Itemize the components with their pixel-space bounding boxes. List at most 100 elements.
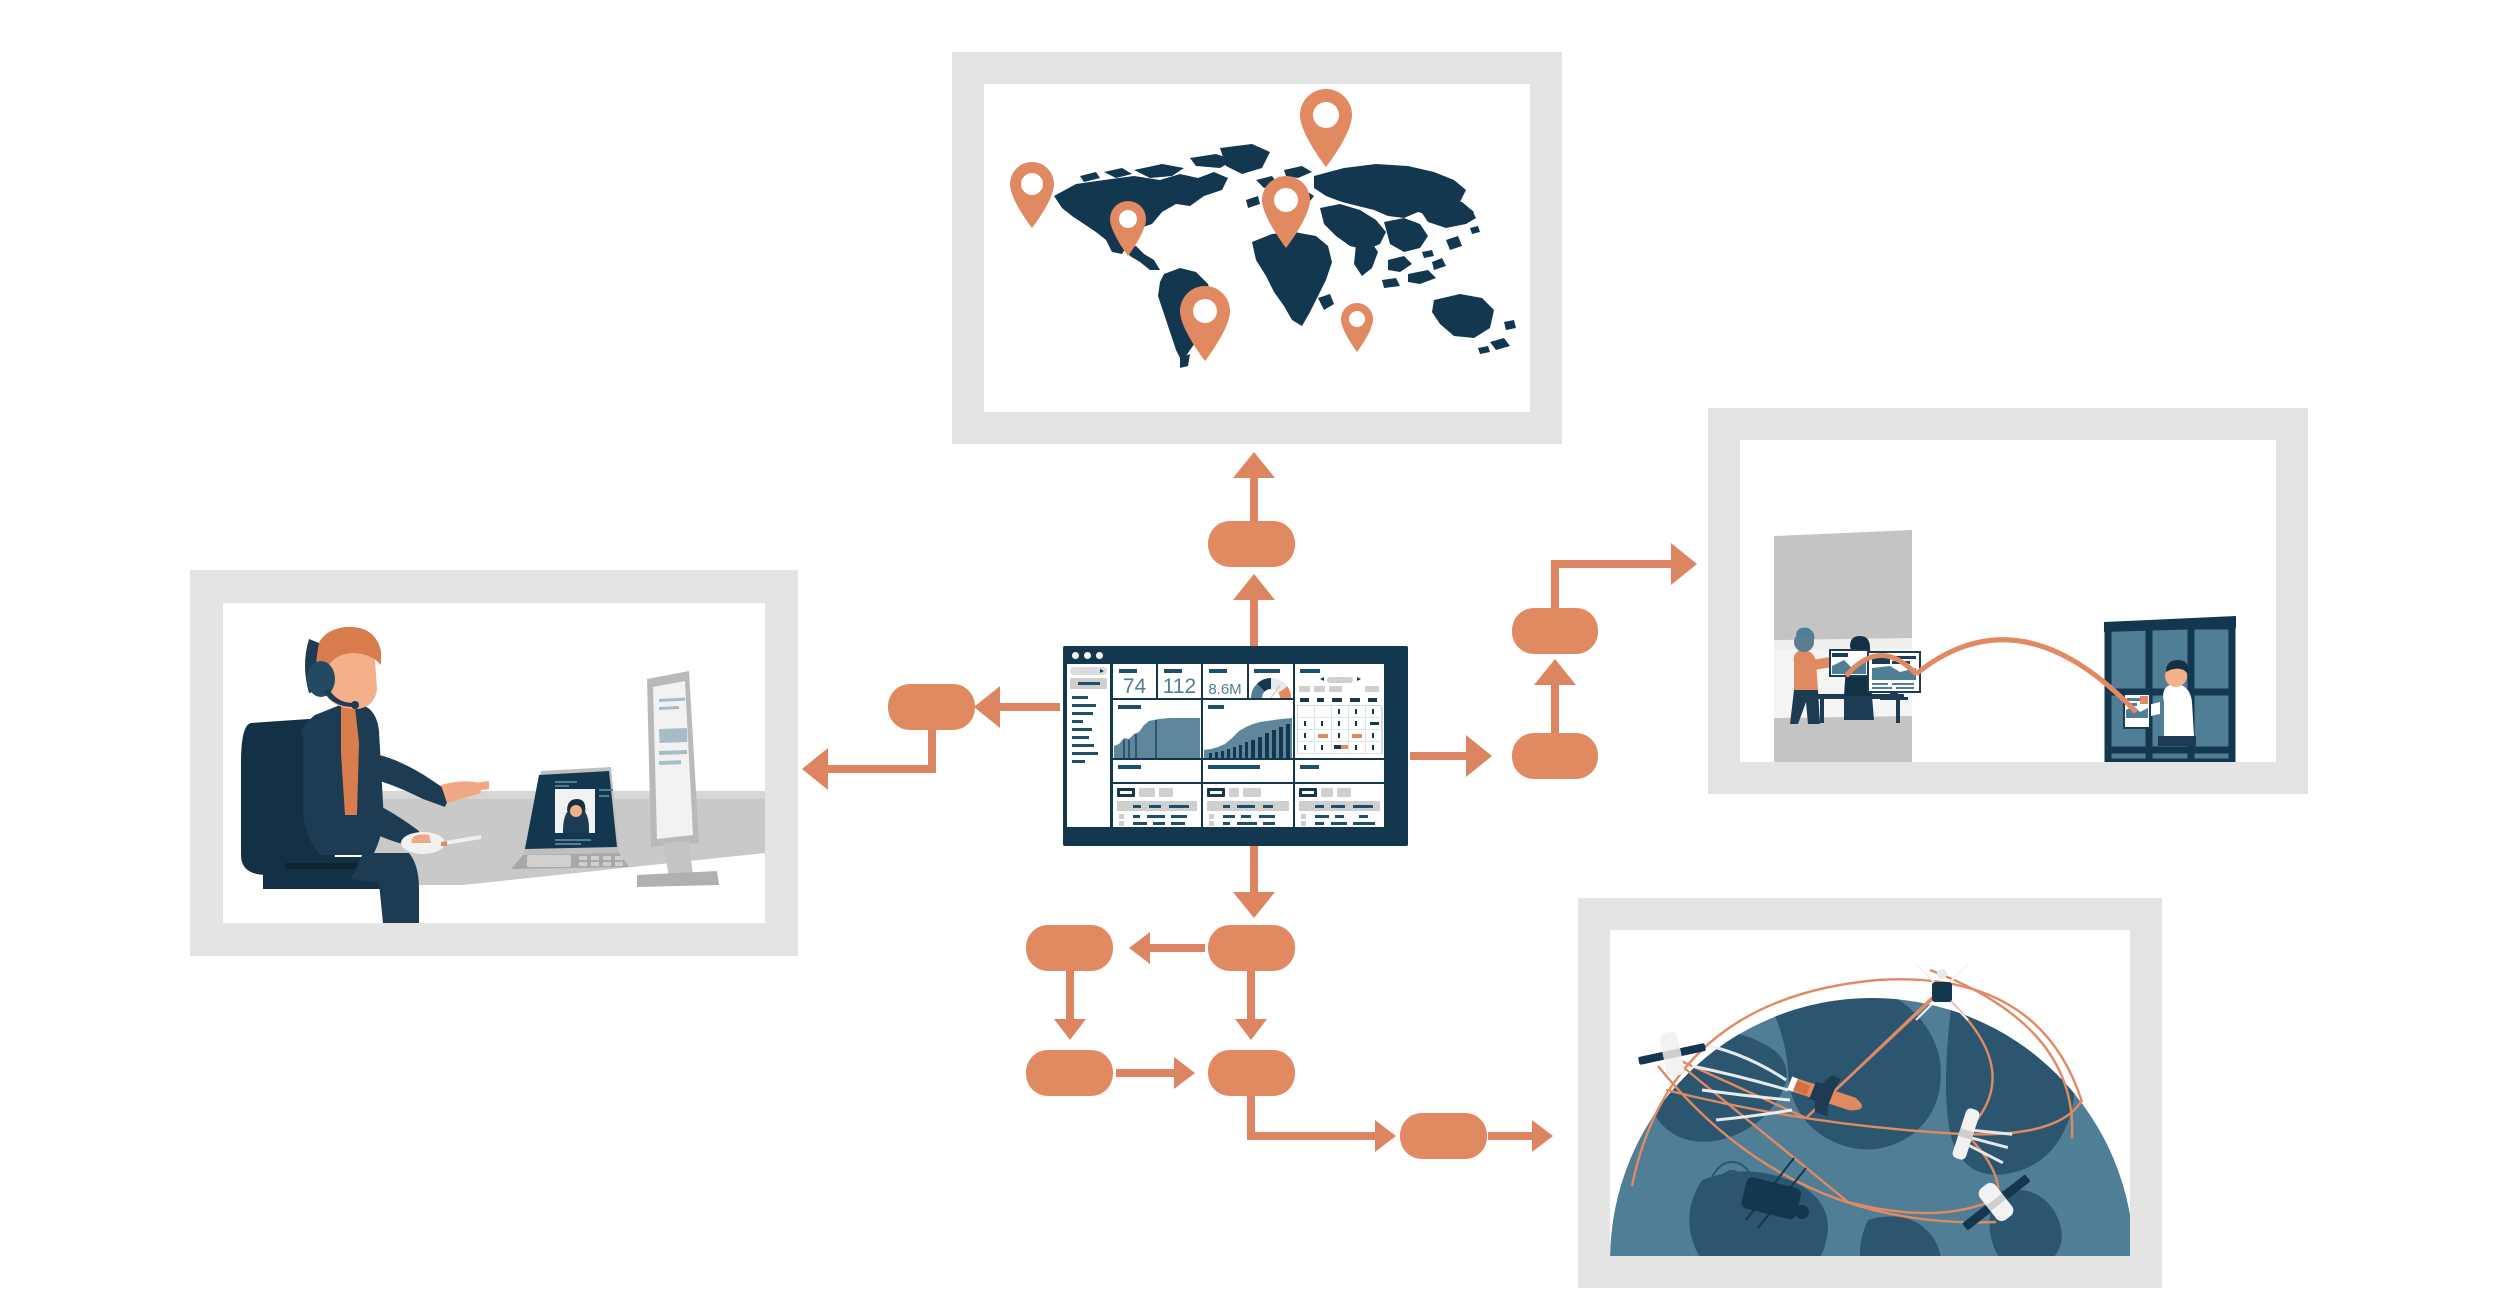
sidebar-item-3[interactable]: [1072, 712, 1093, 715]
summary-card-2[interactable]: [1203, 760, 1293, 782]
calendar-view-toggle[interactable]: [1365, 686, 1379, 692]
node-down-3[interactable]: [1026, 1050, 1113, 1096]
map-pin-north-asia: [1300, 89, 1352, 167]
sidebar-search-input[interactable]: [1070, 667, 1107, 675]
arrow-shaft-node-right-2-up: [1551, 560, 1559, 608]
satellite-bottom-right: [1962, 1175, 2030, 1230]
kpi-card-2[interactable]: 112: [1158, 664, 1201, 698]
list-2-tab-3[interactable]: [1243, 788, 1261, 797]
sidebar-item-2[interactable]: [1072, 704, 1096, 707]
list-2-tab-1[interactable]: [1207, 788, 1225, 797]
arrow-shaft-node-left-down: [928, 730, 936, 773]
calendar-grid[interactable]: [1297, 705, 1383, 754]
sidebar-item-1[interactable]: [1072, 696, 1088, 699]
kpi-value-3: 8.6M: [1208, 681, 1242, 698]
office-collab-panel-inner: [1740, 440, 2276, 762]
kpi-card-3[interactable]: 8.6M: [1203, 664, 1247, 698]
map-pin-australia: [1341, 303, 1373, 352]
analytics-dashboard[interactable]: 74 112 8.6M: [1063, 646, 1408, 846]
arrow-head-node-left-out: [802, 748, 828, 790]
sidebar-item-5[interactable]: [1072, 728, 1092, 731]
arrow-head-down5-to-globe: [1532, 1120, 1553, 1152]
list-3-tab-2[interactable]: [1321, 788, 1333, 797]
office-collab-illustration: [1774, 530, 2236, 762]
list-1-tab-1[interactable]: [1117, 788, 1135, 797]
calendar-filter-1[interactable]: [1299, 686, 1310, 692]
list-2-row-3[interactable]: [1209, 821, 1214, 826]
arrow-head-down2-to-down3: [1054, 1019, 1086, 1040]
kpi-value-2: 112: [1162, 675, 1197, 698]
arrow-head-dashboard-to-node-left: [974, 686, 1000, 728]
list-3-tab-3[interactable]: [1337, 788, 1351, 797]
list-1-row-3[interactable]: [1119, 821, 1124, 826]
satellite-globe-illustration: [1610, 963, 2130, 1256]
area-chart-card[interactable]: [1113, 700, 1201, 758]
area-chart: [1114, 718, 1200, 758]
map-pin-africa: [1180, 286, 1230, 361]
satellite-dish: [1709, 1157, 1809, 1229]
area-bar-chart-label: [1208, 705, 1224, 709]
list-1-tab-3[interactable]: [1159, 788, 1173, 797]
list-3-tab-1[interactable]: [1299, 788, 1317, 797]
window-dot-2[interactable]: [1084, 652, 1091, 659]
sidebar-item-6[interactable]: [1072, 736, 1089, 739]
kpi-card-1[interactable]: 74: [1113, 664, 1156, 698]
calendar-next-button[interactable]: [1357, 677, 1361, 681]
list-1-tab-2[interactable]: [1139, 788, 1155, 797]
calendar-card[interactable]: [1295, 664, 1384, 758]
sidebar-item-8[interactable]: [1072, 752, 1098, 755]
node-down-5[interactable]: [1400, 1113, 1487, 1159]
calendar-weekday-3: [1332, 698, 1342, 702]
remote-agent-panel-inner: [223, 603, 765, 923]
dashboard-sidebar[interactable]: [1067, 664, 1110, 827]
list-card-1[interactable]: [1113, 784, 1201, 827]
arrow-shaft-node-up-to-map: [1250, 478, 1258, 522]
window-dot-1[interactable]: [1072, 652, 1079, 659]
node-down-1[interactable]: [1208, 925, 1295, 971]
arrow-shaft-dashboard-to-node-up: [1250, 600, 1258, 646]
sidebar-item-9[interactable]: [1072, 760, 1085, 763]
list-3-row-3[interactable]: [1301, 821, 1306, 826]
summary-label-2: [1208, 765, 1260, 769]
satellite-globe-panel[interactable]: [1578, 898, 2162, 1288]
calendar-title: [1300, 669, 1320, 673]
list-2-row-2[interactable]: [1209, 814, 1214, 819]
summary-card-3[interactable]: [1295, 760, 1384, 782]
map-pin-north-atlantic: [1010, 162, 1054, 228]
node-down-4[interactable]: [1208, 1050, 1295, 1096]
world-map-panel-inner: [984, 84, 1530, 412]
list-3-row-2[interactable]: [1301, 814, 1306, 819]
summary-card-1[interactable]: [1113, 760, 1201, 782]
remote-agent-panel[interactable]: [190, 570, 798, 956]
map-pin-group: [1010, 89, 1373, 361]
node-right-1[interactable]: [1512, 733, 1598, 779]
node-right-2[interactable]: [1512, 608, 1598, 654]
arrow-head-dashboard-to-node-up: [1233, 574, 1275, 600]
area-bar-chart: [1204, 718, 1292, 758]
calendar-filter-3[interactable]: [1329, 686, 1342, 692]
list-card-3[interactable]: [1295, 784, 1384, 827]
list-1-row-2[interactable]: [1119, 814, 1124, 819]
list-card-2[interactable]: [1203, 784, 1293, 827]
calendar-filter-2[interactable]: [1314, 686, 1325, 692]
area-chart-label: [1118, 705, 1141, 709]
arrow-shaft-dashboard-to-node-down: [1250, 846, 1258, 892]
sidebar-item-active[interactable]: [1070, 678, 1107, 689]
window-dot-3[interactable]: [1096, 652, 1103, 659]
arrow-head-dashboard-to-node-right: [1466, 735, 1492, 777]
calendar-prev-button[interactable]: [1320, 677, 1324, 681]
world-map-illustration: [1010, 89, 1516, 368]
gauge-card[interactable]: [1249, 664, 1293, 698]
node-left-1[interactable]: [888, 684, 975, 730]
node-up-1[interactable]: [1208, 521, 1295, 567]
rocket-icon: [1787, 1075, 1862, 1117]
office-collab-panel[interactable]: [1708, 408, 2308, 794]
sidebar-item-7[interactable]: [1072, 744, 1094, 747]
summary-label-3: [1300, 765, 1319, 769]
world-map-panel[interactable]: [952, 52, 1562, 444]
arrow-shaft-dashboard-to-node-left: [1000, 703, 1060, 711]
list-2-tab-2[interactable]: [1229, 788, 1239, 797]
node-down-2[interactable]: [1026, 925, 1113, 971]
area-bar-chart-card[interactable]: [1203, 700, 1293, 758]
sidebar-item-4[interactable]: [1072, 720, 1083, 723]
